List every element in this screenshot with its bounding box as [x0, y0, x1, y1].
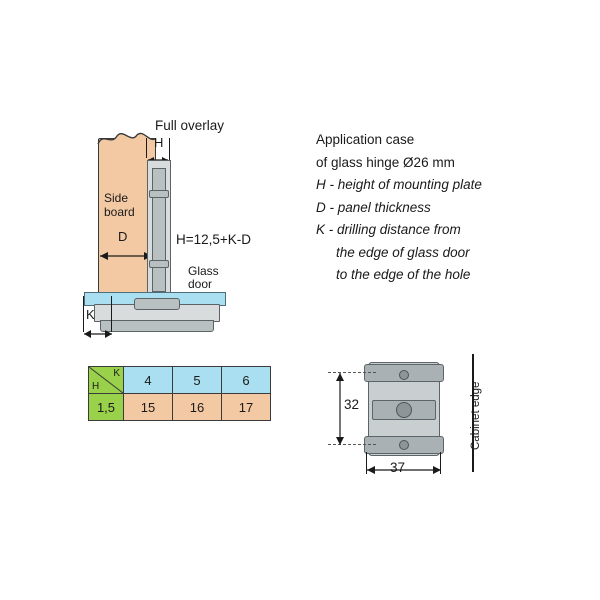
- legend-line-3: D - panel thickness: [316, 199, 431, 215]
- side-board-shape: [98, 138, 156, 300]
- legend-line-0: Application case: [316, 132, 415, 147]
- dim37-arrow: [367, 466, 441, 474]
- h-top-extension-left: [146, 138, 147, 158]
- mounting-plate-cup: [134, 298, 180, 310]
- legend-block: Application case of glass hinge Ø26 mm H…: [316, 132, 576, 283]
- legend-line-1: of glass hinge Ø26 mm: [316, 154, 455, 170]
- full-overlay-label: Full overlay: [155, 118, 225, 133]
- mounting-plate-drawing: 32 37 Cabinet edge: [320, 352, 520, 482]
- hinge-arm-screw-lower: [149, 260, 169, 268]
- side-board-label-line1: Side: [104, 191, 129, 205]
- dim-vertical-label: 32: [344, 397, 360, 412]
- plate-screw-hole-top: [399, 370, 409, 380]
- formula-label: H=12,5+K-D: [176, 232, 252, 247]
- cabinet-edge-line: [472, 354, 474, 472]
- k-extension-right: [111, 296, 112, 332]
- dim32-arrow: [336, 373, 344, 445]
- side-board-torn-edge: [97, 132, 156, 145]
- corner-h-label: H: [92, 381, 100, 392]
- glass-door-label-line1: Glass: [188, 264, 219, 278]
- mounting-plate-foot: [100, 320, 214, 332]
- k-extension-left: [83, 296, 84, 332]
- left-assembly-drawing: Full overlay Side board H D: [80, 110, 330, 350]
- table-header-row: K H 4 5 6: [88, 366, 271, 394]
- table-corner-cell: K H: [88, 366, 124, 394]
- dim32-guide-bottom: [328, 444, 376, 445]
- table-value-cell-0: 15: [123, 393, 173, 421]
- corner-slash-icon: [89, 367, 123, 393]
- table-value-cell-2: 17: [221, 393, 271, 421]
- dim37-extension-left: [366, 452, 367, 474]
- dim32-guide-top: [328, 372, 376, 373]
- d-label: D: [118, 229, 128, 244]
- dim-horizontal-label: 37: [390, 460, 406, 475]
- corner-k-label: K: [113, 368, 120, 379]
- k-dimension-arrow: [84, 330, 112, 338]
- k-label: K: [86, 307, 95, 322]
- table-header-cell-1: 5: [172, 366, 222, 394]
- cabinet-edge-label: Cabinet edge: [470, 381, 482, 450]
- plate-screw-hole-bottom: [399, 440, 409, 450]
- dim37-extension-right: [440, 452, 441, 474]
- side-board-label-line2: board: [104, 205, 135, 219]
- plate-center-hole: [396, 402, 412, 418]
- kh-reference-table: K H 4 5 6 1,5 15 16 17: [88, 366, 271, 421]
- legend-line-4: K - drilling distance from: [316, 222, 461, 238]
- glass-door-label-line2: door: [188, 277, 213, 291]
- table-header-cell-2: 6: [221, 366, 271, 394]
- hinge-arm-screw-upper: [149, 190, 169, 198]
- legend-line-2: H - height of mounting plate: [316, 177, 482, 193]
- h-top-label: H: [154, 135, 164, 150]
- legend-line-5: the edge of glass door: [336, 244, 470, 260]
- table-row-h-cell: 1,5: [88, 393, 124, 421]
- table-row: 1,5 15 16 17: [88, 393, 271, 421]
- h-top-extension-right: [169, 138, 170, 160]
- hinge-arm-inner: [152, 168, 166, 292]
- table-header-cell-0: 4: [123, 366, 173, 394]
- legend-line-6: to the edge of the hole: [336, 267, 471, 283]
- table-value-cell-1: 16: [172, 393, 222, 421]
